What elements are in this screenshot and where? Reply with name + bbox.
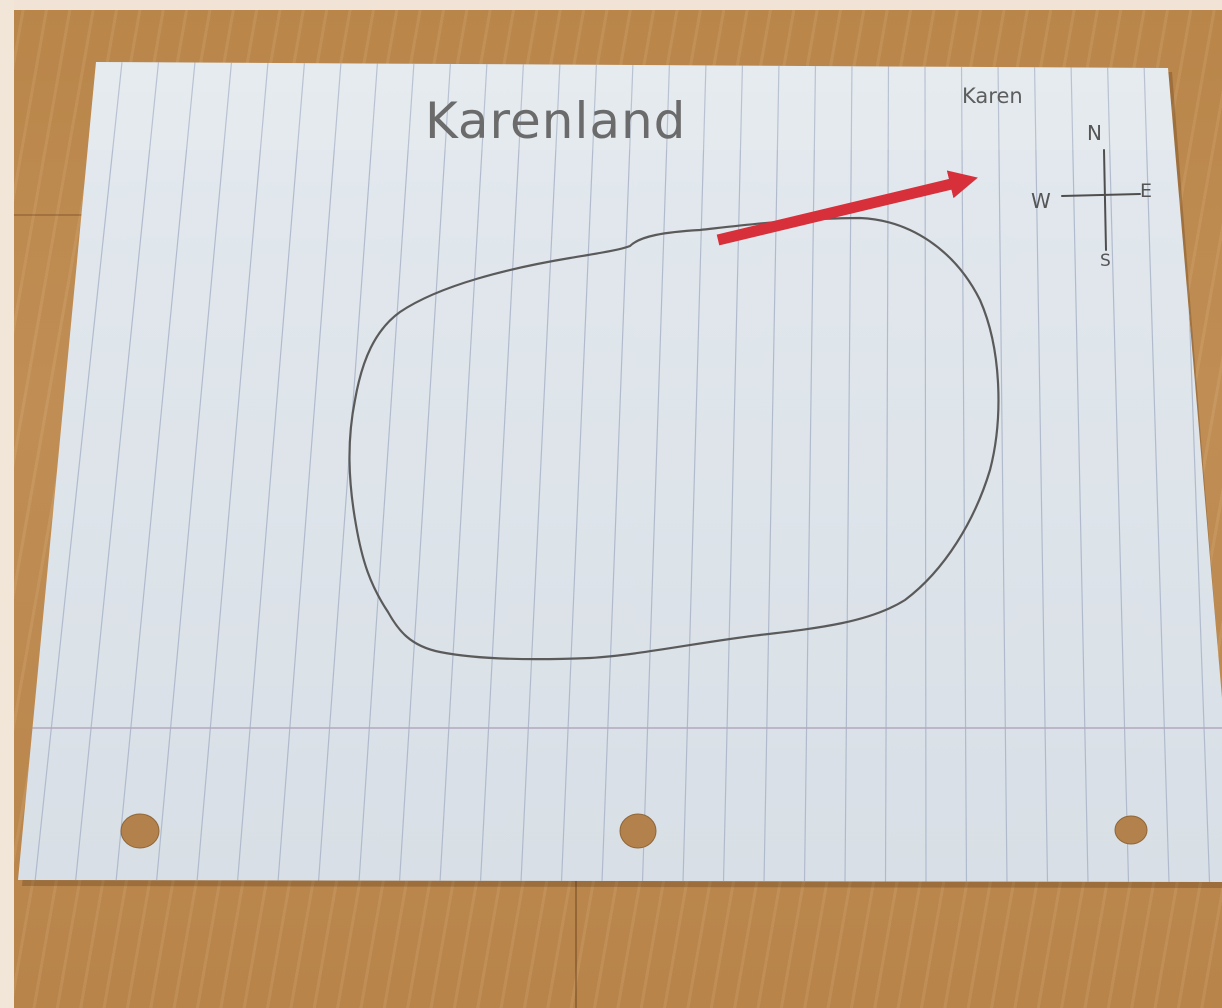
rule-line: [682, 62, 707, 882]
rule-line: [115, 62, 196, 882]
rule-line: [560, 62, 598, 882]
table-seam-left: [0, 214, 96, 216]
compass-west-label: W: [1031, 189, 1051, 213]
rule-line: [34, 62, 123, 882]
left-edge: [0, 0, 14, 1008]
rule-line: [74, 62, 160, 882]
punch-hole-right: [1114, 815, 1148, 845]
rule-line: [520, 62, 561, 882]
top-edge: [0, 0, 1222, 10]
paper-sheet: [18, 62, 1222, 882]
table-seam: [575, 880, 577, 1008]
punch-hole-left: [120, 813, 160, 849]
rule-line: [763, 62, 780, 882]
rule-line: [641, 62, 671, 882]
rule-line: [155, 62, 233, 882]
rule-line: [236, 62, 306, 882]
compass-south-label: S: [1100, 251, 1111, 271]
map-title: Karenland: [425, 92, 687, 150]
red-arrow: [716, 170, 978, 246]
rule-line: [997, 62, 1008, 882]
author-name: Karen: [962, 84, 1023, 108]
compass-east-label: E: [1140, 180, 1153, 202]
rule-line: [601, 62, 634, 882]
punch-hole-middle: [619, 813, 657, 849]
rule-line: [1106, 62, 1130, 882]
rule-line: [439, 62, 488, 882]
compass-north-label: N: [1087, 121, 1102, 145]
rule-line: [722, 62, 744, 882]
rule-line: [1143, 62, 1170, 882]
rule-line: [398, 62, 452, 882]
rule-line: [1033, 62, 1049, 882]
compass-rose: [1061, 149, 1141, 251]
rule-line: [479, 62, 525, 882]
rule-line: [196, 62, 269, 882]
rule-line: [358, 62, 415, 882]
rule-line: [924, 62, 927, 882]
rule-line: [277, 62, 342, 882]
rule-line: [803, 62, 817, 882]
rule-line: [317, 62, 379, 882]
island-outline: [348, 216, 1000, 661]
rule-line: [960, 62, 968, 882]
rule-line: [1070, 62, 1089, 882]
rule-line: [844, 62, 853, 882]
rule-lines: [34, 62, 1211, 882]
